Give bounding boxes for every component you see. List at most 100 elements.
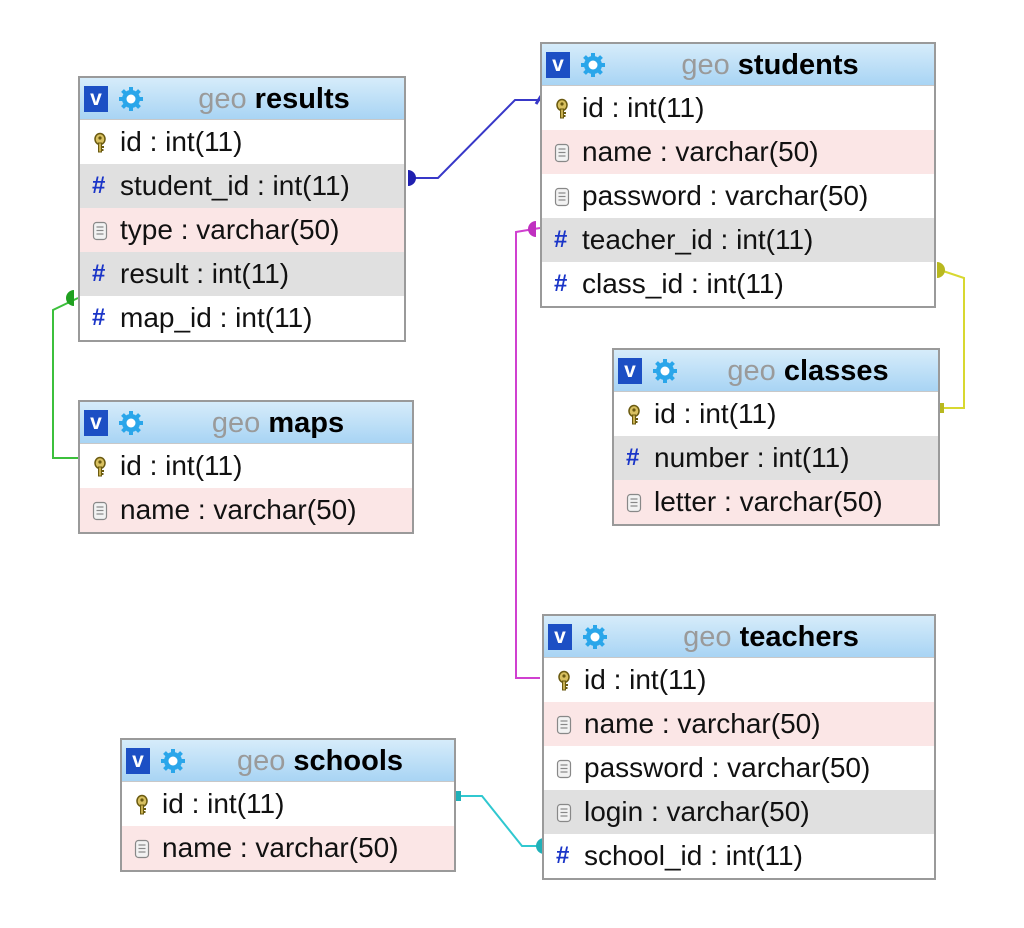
column-label: type : varchar(50)	[120, 214, 340, 245]
column-row[interactable]: id : int(11)	[80, 444, 412, 488]
column-row[interactable]: name : varchar(50)	[544, 702, 934, 746]
table-name: classes	[783, 355, 889, 387]
column-label: number : int(11)	[654, 442, 850, 473]
hash-icon: #	[626, 444, 640, 471]
column-label: name : varchar(50)	[162, 832, 399, 863]
gear-icon[interactable]	[652, 358, 678, 384]
column-label: student_id : int(11)	[120, 170, 350, 201]
v-icon[interactable]: v	[546, 52, 570, 78]
column-label: name : varchar(50)	[120, 494, 357, 525]
relation-end-results-students	[408, 170, 416, 186]
schema-name: geo	[727, 355, 776, 387]
v-icon[interactable]: v	[126, 748, 150, 774]
relation-results-students	[412, 99, 540, 179]
column-label: id : int(11)	[654, 398, 777, 429]
relation-teachers-schools	[456, 795, 540, 847]
gear-icon[interactable]	[160, 748, 186, 774]
column-row[interactable]: #class_id : int(11)	[542, 262, 934, 306]
table-name: students	[737, 49, 859, 81]
table-title: geo maps	[150, 402, 406, 444]
v-icon[interactable]: v	[84, 86, 108, 112]
column-row[interactable]: # number : int(11)	[614, 436, 938, 480]
v-icon[interactable]: v	[618, 358, 642, 384]
column-row[interactable]: id : int(11)	[122, 782, 454, 826]
relation-end-results-maps	[66, 290, 74, 306]
schema-name: geo	[198, 83, 247, 115]
table-teachers[interactable]: v geo teachers id : int(11) name : varchar(…	[542, 614, 936, 880]
gear-icon[interactable]	[582, 624, 608, 650]
table-title: geo classes	[684, 350, 932, 392]
table-header[interactable]: v geo results	[80, 78, 404, 120]
schema-name: geo	[211, 407, 261, 439]
column-label: id : int(11)	[582, 92, 705, 123]
column-label: login : varchar(50)	[584, 796, 810, 827]
column-row[interactable]: type : varchar(50)	[80, 208, 404, 252]
column-label: password : varchar(50)	[582, 180, 869, 211]
gear-icon[interactable]	[580, 52, 606, 78]
column-row[interactable]: letter : varchar(50)	[614, 480, 938, 524]
relation-end-classes-students	[938, 403, 944, 413]
column-row[interactable]: password : varchar(50)	[542, 174, 934, 218]
relation-end-schools-teachers	[455, 791, 461, 801]
table-students[interactable]: v geo students id : int(11) name : varchar(…	[540, 42, 936, 308]
hash-icon: #	[554, 226, 568, 253]
relation-end-students-classes	[937, 262, 945, 278]
column-label: map_id : int(11)	[120, 302, 313, 333]
schema-name: geo	[683, 621, 732, 653]
column-row[interactable]: id : int(11)	[544, 658, 934, 702]
relation-students-classes	[939, 269, 965, 409]
column-row[interactable]: name : varchar(50)	[542, 130, 934, 174]
table-name: teachers	[739, 621, 859, 653]
column-row[interactable]: # map_id : int(11)	[80, 296, 404, 340]
v-icon[interactable]: v	[548, 624, 572, 650]
column-label: id : int(11)	[120, 450, 243, 481]
table-header[interactable]: v geo students	[542, 44, 934, 86]
table-title: geo results	[150, 78, 398, 120]
column-row[interactable]: # student_id : int(11)	[80, 164, 404, 208]
column-row[interactable]: login : varchar(50)	[544, 790, 934, 834]
table-schools[interactable]: v geo schools id : int(11) name : varchar(5…	[120, 738, 456, 872]
column-row[interactable]: name : varchar(50)	[122, 826, 454, 870]
table-header[interactable]: v geo classes	[614, 350, 938, 392]
column-label: id : int(11)	[584, 664, 707, 695]
hash-icon: #	[92, 260, 106, 287]
column-row[interactable]: id : int(11)	[80, 120, 404, 164]
column-row[interactable]: name : varchar(50)	[80, 488, 412, 532]
column-label: id : int(11)	[162, 788, 285, 819]
table-header[interactable]: v geo teachers	[544, 616, 934, 658]
table-name: results	[254, 83, 350, 115]
column-label: teacher_id : int(11)	[582, 224, 814, 255]
table-header[interactable]: v geo schools	[122, 740, 454, 782]
relation-end-students-teachers	[528, 221, 536, 237]
v-icon[interactable]: v	[84, 410, 108, 436]
column-label: letter : varchar(50)	[654, 486, 883, 517]
relation-students-teachers	[515, 227, 541, 679]
column-label: id : int(11)	[120, 126, 243, 157]
column-row[interactable]: # result : int(11)	[80, 252, 404, 296]
column-row[interactable]: password : varchar(50)	[544, 746, 934, 790]
column-row[interactable]: # school_id : int(11)	[544, 834, 934, 878]
hash-icon: #	[92, 172, 106, 199]
relation-results-maps	[52, 297, 79, 459]
table-results[interactable]: v geo results id : int(11) # student_id : in…	[78, 76, 406, 342]
column-label: name : varchar(50)	[584, 708, 821, 739]
table-title: geo schools	[192, 740, 448, 782]
hash-icon: #	[556, 842, 570, 869]
table-title: geo teachers	[614, 616, 928, 658]
table-title: geo students	[612, 44, 928, 86]
column-row[interactable]: # teacher_id : int(11)	[542, 218, 934, 262]
table-header[interactable]: v geo maps	[80, 402, 412, 444]
column-row[interactable]: id : int(11)	[542, 86, 934, 130]
column-row[interactable]: id : int(11)	[614, 392, 938, 436]
column-label: name : varchar(50)	[582, 136, 819, 167]
hash-icon: #	[92, 304, 106, 331]
column-label: school_id : int(11)	[584, 840, 803, 871]
table-name: maps	[268, 407, 345, 439]
table-maps[interactable]: v geo maps id : int(11) name : varchar(50)	[78, 400, 414, 534]
column-label: result : int(11)	[120, 258, 290, 289]
gear-icon[interactable]	[118, 86, 144, 112]
gear-icon[interactable]	[118, 410, 144, 436]
schema-name: geo	[236, 745, 286, 777]
